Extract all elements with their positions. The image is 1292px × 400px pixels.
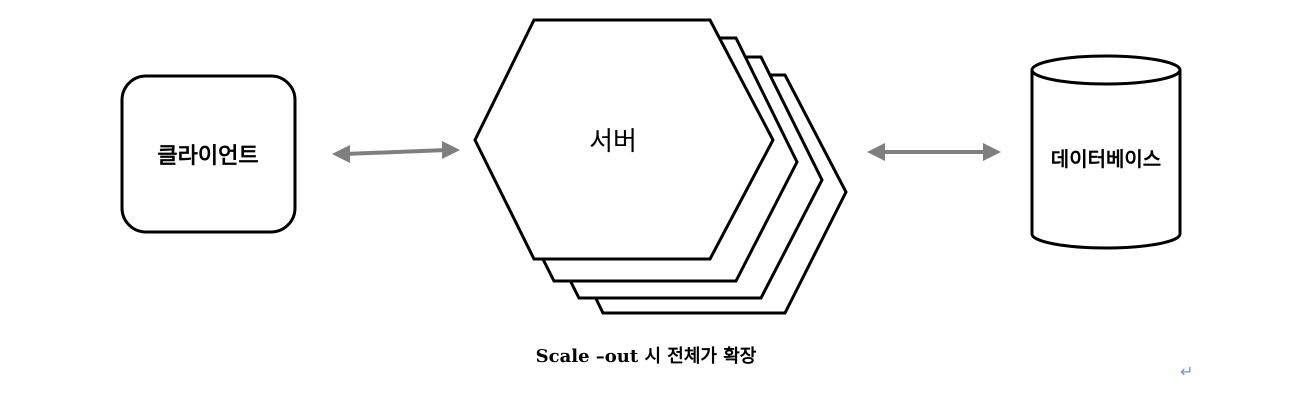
server-database-double-arrow-icon bbox=[867, 143, 1001, 161]
server-hexagon-front bbox=[473, 18, 775, 261]
paragraph-return-mark-icon: ↵ bbox=[1180, 362, 1194, 381]
client-label: 클라이언트 bbox=[157, 144, 258, 169]
database-cylinder-icon bbox=[1030, 54, 1182, 250]
server-label: 서버 bbox=[589, 127, 637, 157]
diagram-caption: Scale –out 시 전체가 확장 bbox=[535, 346, 757, 367]
database-label: 데이터베이스 bbox=[1051, 147, 1161, 171]
client-server-double-arrow-icon bbox=[332, 141, 460, 163]
client-box bbox=[120, 74, 297, 234]
